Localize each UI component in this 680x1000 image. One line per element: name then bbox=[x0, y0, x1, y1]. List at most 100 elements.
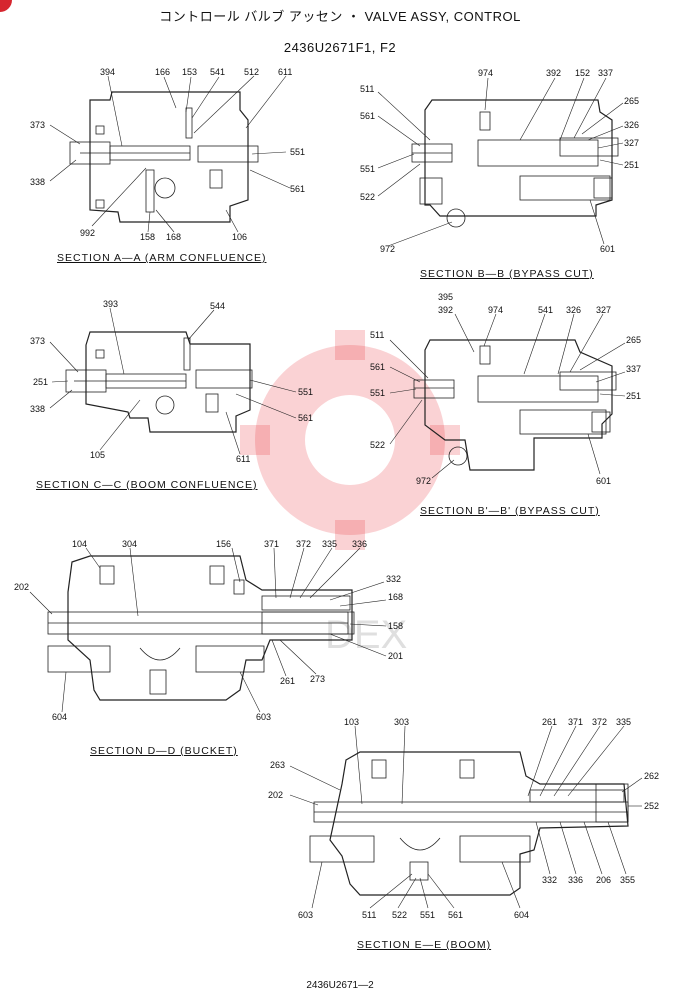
part-number: 561 bbox=[448, 910, 463, 920]
part-number: 158 bbox=[388, 621, 403, 631]
part-number: 262 bbox=[644, 771, 659, 781]
section-bb-drawing bbox=[411, 99, 619, 228]
part-number: 332 bbox=[542, 875, 557, 885]
part-number: 326 bbox=[624, 120, 639, 130]
part-number: 273 bbox=[310, 674, 325, 684]
part-number: 371 bbox=[264, 539, 279, 549]
section-dd-leaders bbox=[29, 547, 387, 713]
section-ee-labels: 103 303 261 371 372 335 263 262 202 252 … bbox=[268, 717, 659, 920]
part-number: 522 bbox=[392, 910, 407, 920]
section-ee-caption: SECTION E—E (BOOM) bbox=[357, 939, 492, 951]
section-dd-drawing bbox=[47, 555, 355, 701]
part-number: 336 bbox=[352, 539, 367, 549]
part-number: 337 bbox=[626, 364, 641, 374]
page-footer: 2436U2671—2 bbox=[306, 980, 374, 991]
part-number: 992 bbox=[80, 228, 95, 238]
part-number: 202 bbox=[268, 790, 283, 800]
section-bpbp-leaders bbox=[389, 313, 626, 479]
part-number: 355 bbox=[620, 875, 635, 885]
part-number: 373 bbox=[30, 336, 45, 346]
section-aa-drawing bbox=[69, 91, 259, 223]
part-number: 551 bbox=[370, 388, 385, 398]
drawing-number: 2436U2671F1, F2 bbox=[283, 40, 397, 55]
part-number: 304 bbox=[122, 539, 137, 549]
part-number: 335 bbox=[322, 539, 337, 549]
part-number: 392 bbox=[546, 68, 561, 78]
part-number: 106 bbox=[232, 232, 247, 242]
watermark-text: DEX bbox=[325, 613, 407, 657]
section-cc-drawing bbox=[65, 331, 253, 433]
part-number: 332 bbox=[386, 574, 401, 584]
part-number: 372 bbox=[592, 717, 607, 727]
part-number: 511 bbox=[360, 84, 374, 94]
part-number: 327 bbox=[624, 138, 639, 148]
section-aa-labels: 394 166 153 541 512 611 373 551 338 561 … bbox=[30, 67, 305, 242]
part-number: 166 bbox=[155, 67, 170, 77]
section-ee-drawing bbox=[309, 751, 629, 896]
section-dd-labels: 104 304 156 371 372 335 336 202 332 168 … bbox=[14, 539, 403, 722]
part-number: 611 bbox=[236, 454, 250, 464]
part-number: 105 bbox=[90, 450, 105, 460]
part-number: 263 bbox=[270, 760, 285, 770]
part-number: 392 bbox=[438, 305, 453, 315]
section-aa-caption: SECTION A—A (ARM CONFLUENCE) bbox=[57, 252, 267, 264]
part-number: 265 bbox=[624, 96, 639, 106]
part-number: 974 bbox=[478, 68, 493, 78]
drawing-title: コントロール バルブ アッセン ・ VALVE ASSY, CONTROL bbox=[159, 9, 521, 24]
part-number: 511 bbox=[362, 910, 376, 920]
part-number: 153 bbox=[182, 67, 197, 77]
part-number: 336 bbox=[568, 875, 583, 885]
part-number: 265 bbox=[626, 335, 641, 345]
part-number: 372 bbox=[296, 539, 311, 549]
part-number: 522 bbox=[370, 440, 385, 450]
part-number: 326 bbox=[566, 305, 581, 315]
part-number: 251 bbox=[624, 160, 639, 170]
part-number: 104 bbox=[72, 539, 87, 549]
part-number: 604 bbox=[514, 910, 529, 920]
part-number: 541 bbox=[538, 305, 553, 315]
section-bb-labels: 974 392 152 337 511 265 561 326 327 551 … bbox=[360, 68, 639, 254]
part-number: 611 bbox=[278, 67, 292, 77]
section-bb-caption: SECTION B—B (BYPASS CUT) bbox=[420, 268, 594, 280]
section-cc-caption: SECTION C—C (BOOM CONFLUENCE) bbox=[36, 479, 258, 491]
part-number: 338 bbox=[30, 177, 45, 187]
section-bpbp-caption: SECTION B'—B' (BYPASS CUT) bbox=[420, 505, 600, 517]
part-number: 544 bbox=[210, 301, 225, 311]
part-number: 371 bbox=[568, 717, 583, 727]
part-number: 251 bbox=[626, 391, 641, 401]
part-number: 168 bbox=[166, 232, 181, 242]
part-number: 337 bbox=[598, 68, 613, 78]
part-number: 551 bbox=[290, 147, 305, 157]
part-number: 393 bbox=[103, 299, 118, 309]
part-number: 561 bbox=[298, 413, 313, 423]
section-cc-labels: 393 544 373 251 551 338 561 105 611 bbox=[30, 299, 313, 464]
part-number: 261 bbox=[280, 676, 295, 686]
part-number: 206 bbox=[596, 875, 611, 885]
part-number: 395 bbox=[438, 292, 453, 302]
part-number: 202 bbox=[14, 582, 29, 592]
part-number: 252 bbox=[644, 801, 659, 811]
section-aa-leaders bbox=[49, 75, 291, 233]
part-number: 541 bbox=[210, 67, 225, 77]
part-number: 522 bbox=[360, 192, 375, 202]
part-number: 561 bbox=[360, 111, 375, 121]
part-number: 603 bbox=[256, 712, 271, 722]
part-number: 974 bbox=[488, 305, 503, 315]
part-number: 338 bbox=[30, 404, 45, 414]
part-number: 251 bbox=[33, 377, 48, 387]
part-number: 335 bbox=[616, 717, 631, 727]
section-ee-leaders bbox=[289, 725, 643, 909]
part-number: 972 bbox=[416, 476, 431, 486]
part-number: 603 bbox=[298, 910, 313, 920]
part-number: 303 bbox=[394, 717, 409, 727]
part-number: 394 bbox=[100, 67, 115, 77]
part-number: 561 bbox=[290, 184, 305, 194]
part-number: 261 bbox=[542, 717, 557, 727]
part-number: 158 bbox=[140, 232, 155, 242]
part-number: 551 bbox=[298, 387, 313, 397]
part-number: 373 bbox=[30, 120, 45, 130]
part-number: 604 bbox=[52, 712, 67, 722]
part-number: 156 bbox=[216, 539, 231, 549]
part-number: 327 bbox=[596, 305, 611, 315]
